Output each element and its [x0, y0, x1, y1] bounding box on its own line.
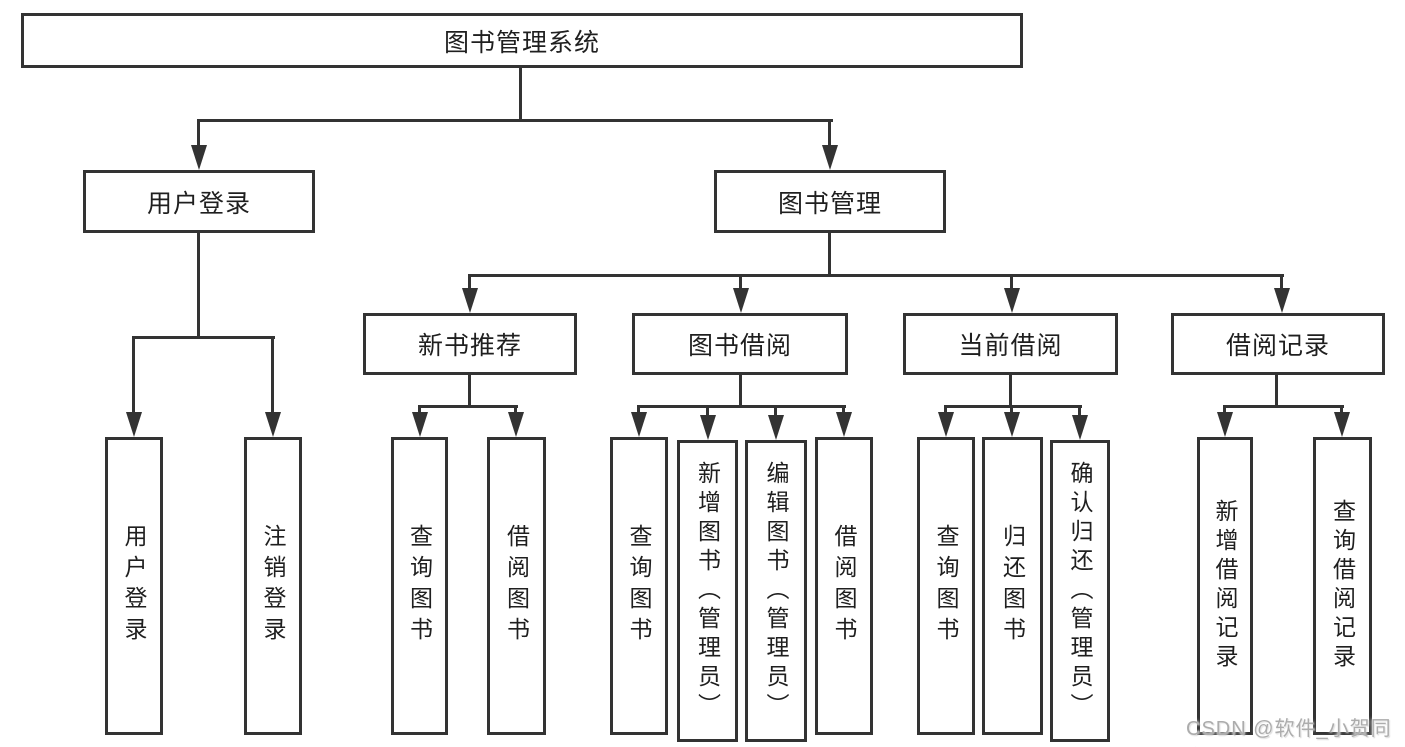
edge-line: [828, 233, 831, 277]
arrow-down: [1004, 412, 1020, 437]
arrow-down: [191, 145, 207, 170]
arrow-down: [462, 288, 478, 313]
arrow-down: [412, 412, 428, 437]
node-search-books-current: 查询图书: [917, 437, 975, 735]
edge-line: [197, 119, 200, 147]
node-add-borrow-record: 新增借阅记录: [1197, 437, 1253, 735]
arrow-down: [126, 412, 142, 437]
node-new-book-recommendation: 新书推荐: [363, 313, 577, 375]
edge-line: [1010, 274, 1013, 291]
node-borrow-books-recommend: 借阅图书: [487, 437, 546, 735]
edge-line: [637, 405, 846, 408]
edge-line: [739, 274, 742, 291]
edge-line: [1280, 274, 1283, 291]
edge-line: [739, 375, 742, 408]
arrow-down: [1334, 412, 1350, 437]
node-book-management: 图书管理: [714, 170, 946, 233]
edge-line: [418, 405, 421, 415]
arrow-down: [836, 412, 852, 437]
edge-line: [842, 405, 845, 415]
arrow-down: [508, 412, 524, 437]
node-book-borrowing: 图书借阅: [632, 313, 848, 375]
edge-line: [1010, 405, 1013, 415]
edge-line: [132, 336, 135, 414]
node-library-management-system: 图书管理系统: [21, 13, 1023, 68]
arrow-down: [733, 288, 749, 313]
edge-line: [468, 375, 471, 408]
edge-line: [468, 274, 1284, 277]
edge-line: [197, 233, 200, 339]
edge-line: [944, 405, 947, 415]
arrow-down: [822, 145, 838, 170]
node-edit-book-admin: 编辑图书（管理员）: [745, 440, 807, 742]
edge-line: [519, 68, 522, 119]
arrow-down: [1217, 412, 1233, 437]
node-current-borrowing: 当前借阅: [903, 313, 1118, 375]
edge-line: [637, 405, 640, 415]
node-return-book: 归还图书: [982, 437, 1043, 735]
edge-line: [468, 274, 471, 291]
edge-line: [1223, 405, 1226, 415]
arrow-down: [631, 412, 647, 437]
node-add-book-admin: 新增图书（管理员）: [677, 440, 738, 742]
edge-line: [828, 119, 831, 147]
node-search-books-borrow: 查询图书: [610, 437, 668, 735]
edge-line: [1078, 405, 1081, 415]
arrow-down: [1072, 415, 1088, 440]
arrow-down: [938, 412, 954, 437]
edge-line: [132, 336, 275, 339]
watermark: CSDN @软件_小贺同学: [1186, 718, 1392, 740]
edge-line: [1009, 375, 1012, 408]
node-user-login-leaf: 用户登录: [105, 437, 163, 735]
arrow-down: [768, 415, 784, 440]
node-logout-leaf: 注销登录: [244, 437, 302, 735]
node-borrow-books-leaf: 借阅图书: [815, 437, 873, 735]
node-search-books-recommend: 查询图书: [391, 437, 448, 735]
edge-line: [418, 405, 518, 408]
edge-line: [198, 119, 833, 122]
edge-line: [774, 405, 777, 415]
arrow-down: [265, 412, 281, 437]
node-borrowing-records: 借阅记录: [1171, 313, 1385, 375]
arrow-down: [1274, 288, 1290, 313]
node-search-borrow-record: 查询借阅记录: [1313, 437, 1372, 735]
edge-line: [706, 405, 709, 415]
node-user-login: 用户登录: [83, 170, 315, 233]
edge-line: [1275, 375, 1278, 408]
edge-line: [271, 336, 274, 414]
edge-line: [1340, 405, 1343, 415]
edge-line: [944, 405, 1082, 408]
arrow-down: [700, 415, 716, 440]
edge-line: [514, 405, 517, 415]
arrow-down: [1004, 288, 1020, 313]
node-confirm-return-admin: 确认归还（管理员）: [1050, 440, 1110, 742]
edge-line: [1223, 405, 1344, 408]
